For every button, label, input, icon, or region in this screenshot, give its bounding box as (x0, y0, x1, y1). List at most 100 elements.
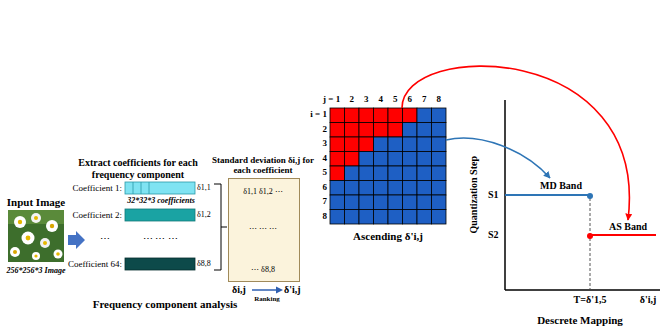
grid-cell (345, 108, 360, 123)
label: δ'i,j (284, 284, 310, 296)
grid-cell (330, 137, 345, 152)
label: 7 (416, 94, 432, 104)
grid-cell (432, 210, 447, 225)
grid-cell (403, 195, 418, 210)
grid-cell (359, 152, 374, 167)
grid-cell (403, 137, 418, 152)
label: 2 (344, 94, 360, 104)
label: Coefficient 2: (56, 210, 122, 220)
coefficient-bars (125, 182, 195, 270)
grid-cell (345, 166, 360, 181)
label: δ8,8 (197, 259, 215, 268)
label: Extract coefficients for each frequency … (76, 157, 200, 180)
grid-cell (403, 166, 418, 181)
grid-cell (403, 181, 418, 196)
label: j = 1 (310, 94, 340, 104)
label: 6 (402, 94, 418, 104)
as-band: AS Band (590, 220, 656, 236)
label: S2 (488, 229, 504, 241)
grid-cell (432, 166, 447, 181)
frequency-grid: Ascending δ'i,j (330, 108, 446, 224)
label: δ'i,j (636, 294, 660, 306)
grid-cell (388, 195, 403, 210)
grid-cell (345, 152, 360, 167)
node-text: Ascending δ'i,j (310, 230, 466, 243)
label: 8 (431, 94, 447, 104)
grid-cell (330, 195, 345, 210)
label: 3 (358, 94, 374, 104)
label: δ1,1 (197, 183, 215, 192)
grid-cell (388, 152, 403, 167)
grid-cell (403, 108, 418, 123)
grid-cell (432, 152, 447, 167)
grid-cell (359, 137, 374, 152)
label: Input Image (4, 196, 68, 209)
block-arrow (68, 231, 85, 249)
grid-cell (417, 108, 432, 123)
label: δ1,2 (197, 210, 215, 219)
grid-cell (388, 210, 403, 225)
label: 5 (387, 94, 403, 104)
label: Ranking (248, 295, 286, 303)
label: 2 (297, 124, 327, 134)
ranking-arrowhead (276, 287, 283, 294)
grid-cell (403, 152, 418, 167)
label: ⋯ ⋯ ⋯ (125, 233, 195, 245)
grid-cell (432, 108, 447, 123)
grid-cell (432, 181, 447, 196)
bracket (214, 184, 227, 270)
label: 32*32*3 coefficients (125, 196, 197, 205)
node-text: ⋯ δ8,8 (229, 265, 297, 274)
grid-cell (374, 166, 389, 181)
grid-cell (330, 152, 345, 167)
label: 4 (373, 94, 389, 104)
grid-cell (417, 137, 432, 152)
label: S1 (488, 189, 504, 201)
grid-cell (374, 181, 389, 196)
grid-cell (345, 123, 360, 138)
grid-cell (330, 181, 345, 196)
grid-cell (432, 137, 447, 152)
std-dev-box: Standard deviation δi,j for each coeffic… (228, 178, 300, 282)
label: T=δ'1,5 (560, 294, 620, 306)
mapping-chart (505, 100, 660, 290)
grid-cell (388, 123, 403, 138)
label: Quantization Step (468, 145, 480, 245)
label: 256*256*3 Image (0, 266, 72, 275)
node-text: Standard deviation δi,j for each coeffic… (211, 155, 315, 176)
grid-cell (345, 195, 360, 210)
grid-cell (403, 210, 418, 225)
grid-cell (330, 210, 345, 225)
grid-cell (345, 210, 360, 225)
grid-cell (388, 108, 403, 123)
label: 8 (297, 211, 327, 221)
grid-cell (359, 210, 374, 225)
grid-cell (388, 181, 403, 196)
grid-cell (388, 137, 403, 152)
md-band: MD Band (505, 178, 591, 196)
label: 7 (297, 196, 327, 206)
curved-arrow (446, 138, 550, 178)
grid-cell (359, 108, 374, 123)
label: 6 (297, 182, 327, 192)
grid-cell (432, 195, 447, 210)
ranking-arrow (252, 289, 278, 291)
grid-cell (417, 152, 432, 167)
grid-cell (374, 123, 389, 138)
grid-cell (374, 210, 389, 225)
grid-cell (417, 181, 432, 196)
grid-cell (359, 123, 374, 138)
label: δi,j (228, 284, 250, 296)
grid-cell (330, 166, 345, 181)
node-text: MD Band (535, 180, 587, 192)
node-text: ⋯ ⋯ ⋯ (229, 224, 297, 233)
grid-cell (432, 123, 447, 138)
grid-cells (330, 108, 446, 224)
grid-cell (417, 195, 432, 210)
grid-cell (374, 137, 389, 152)
grid-cell (345, 181, 360, 196)
label: Coefficient 64: (52, 259, 122, 269)
label: ⋯ (90, 233, 120, 245)
label: i = 1 (297, 109, 327, 119)
